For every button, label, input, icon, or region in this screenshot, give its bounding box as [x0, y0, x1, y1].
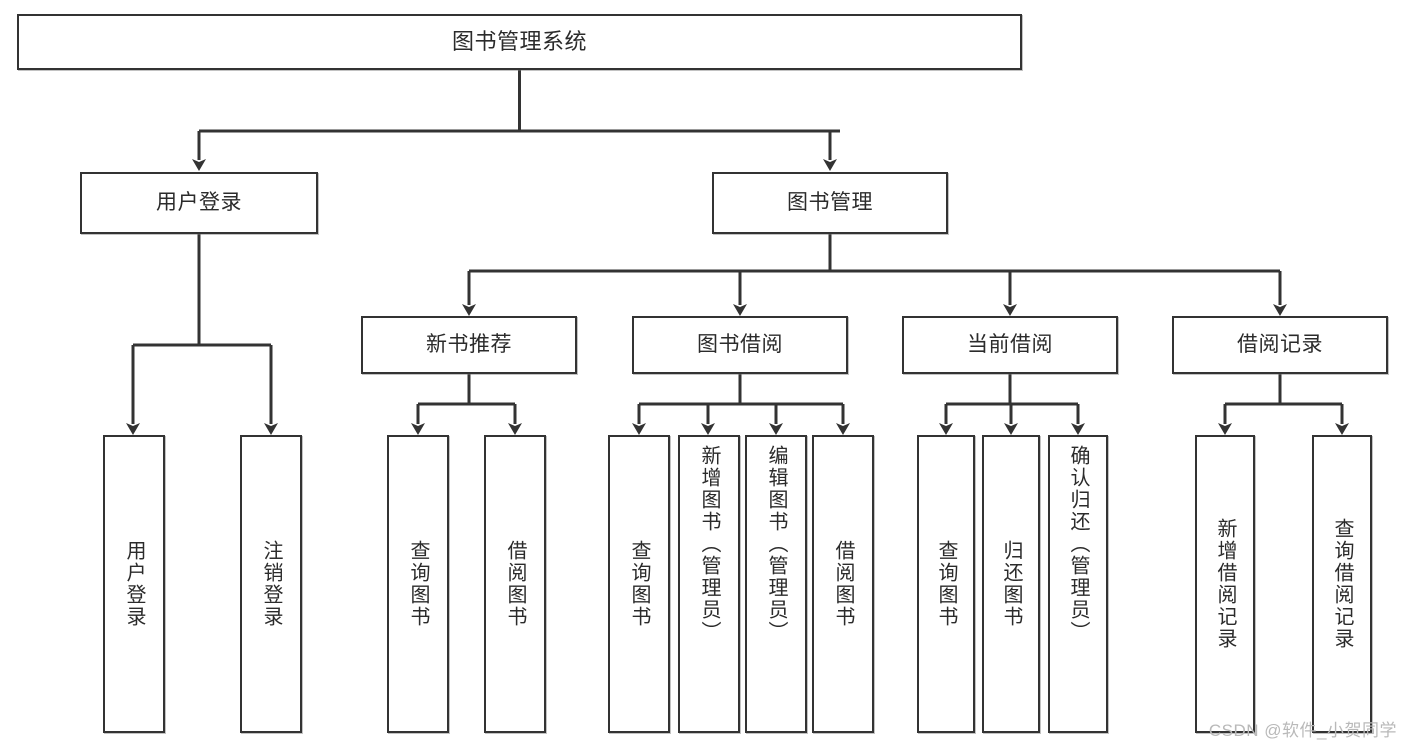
node-label: 注销登录 — [260, 540, 282, 628]
node-label: 当前借阅 — [967, 332, 1053, 356]
node-book-management[interactable]: 图书管理 — [712, 172, 948, 234]
node-label: 归还图书 — [1000, 540, 1022, 628]
node-label: 借阅记录 — [1237, 332, 1323, 356]
node-label: 新增图书（管理员） — [698, 445, 720, 643]
node-label: 查询图书 — [935, 540, 957, 628]
leaf-records-add-record[interactable]: 新增借阅记录 — [1195, 435, 1255, 733]
leaf-newbook-query-book[interactable]: 查询图书 — [387, 435, 449, 733]
leaf-borrow-query-book[interactable]: 查询图书 — [608, 435, 670, 733]
leaf-logout[interactable]: 注销登录 — [240, 435, 302, 733]
node-current-borrow[interactable]: 当前借阅 — [902, 316, 1118, 374]
node-label: 用户登录 — [156, 190, 242, 214]
node-root[interactable]: 图书管理系统 — [17, 14, 1022, 70]
node-label: 图书借阅 — [697, 332, 783, 356]
leaf-user-login[interactable]: 用户登录 — [103, 435, 165, 733]
node-borrow-records[interactable]: 借阅记录 — [1172, 316, 1388, 374]
node-label: 编辑图书（管理员） — [765, 445, 787, 643]
leaf-borrow-edit-book-admin[interactable]: 编辑图书（管理员） — [745, 435, 807, 733]
node-label: 查询借阅记录 — [1331, 518, 1353, 650]
leaf-current-query-book[interactable]: 查询图书 — [917, 435, 975, 733]
node-label: 查询图书 — [407, 540, 429, 628]
node-label: 新增借阅记录 — [1214, 518, 1236, 650]
leaf-current-return-book[interactable]: 归还图书 — [982, 435, 1040, 733]
leaf-borrow-add-book-admin[interactable]: 新增图书（管理员） — [678, 435, 740, 733]
node-label: 用户登录 — [123, 540, 145, 628]
watermark: CSDN @软件_小贺同学 — [1208, 721, 1397, 740]
leaf-records-query-record[interactable]: 查询借阅记录 — [1312, 435, 1372, 733]
node-label: 借阅图书 — [832, 540, 854, 628]
node-user-login[interactable]: 用户登录 — [80, 172, 318, 234]
node-label: 确认归还（管理员） — [1067, 445, 1089, 643]
node-book-borrow[interactable]: 图书借阅 — [632, 316, 848, 374]
node-label: 图书管理 — [787, 190, 873, 214]
node-new-book-recommend[interactable]: 新书推荐 — [361, 316, 577, 374]
node-label: 借阅图书 — [504, 540, 526, 628]
leaf-newbook-borrow-book[interactable]: 借阅图书 — [484, 435, 546, 733]
node-label: 查询图书 — [628, 540, 650, 628]
leaf-current-confirm-return-admin[interactable]: 确认归还（管理员） — [1048, 435, 1108, 733]
node-label: 新书推荐 — [426, 332, 512, 356]
leaf-borrow-lend-book[interactable]: 借阅图书 — [812, 435, 874, 733]
node-label: 图书管理系统 — [451, 29, 587, 55]
